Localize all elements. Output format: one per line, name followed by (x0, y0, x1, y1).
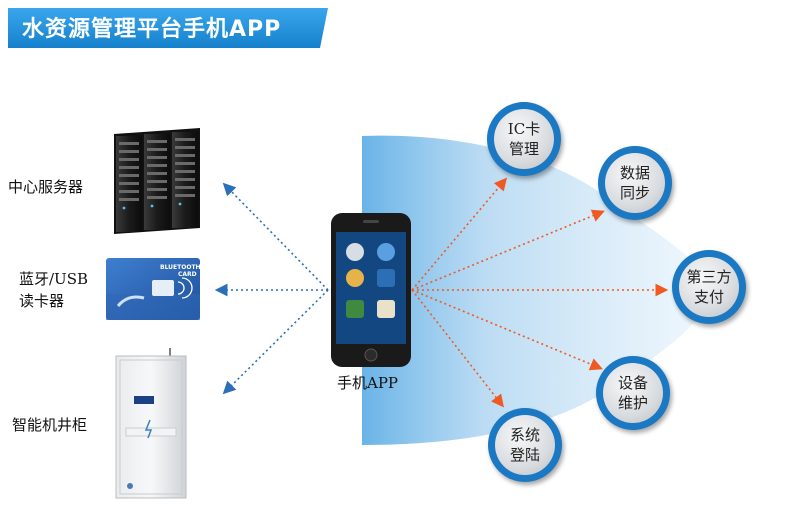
node-system-login: 系统登陆 (488, 408, 562, 482)
arrow-to-ic-card (411, 177, 508, 291)
arrow-to-data-sync (411, 209, 605, 291)
node-third-party-payment: 第三方支付 (672, 250, 746, 324)
card-reader-image: BLUETOOTH CARD (106, 258, 201, 320)
cabinet-label: 智能机井柜 (12, 416, 88, 434)
node-data-sync: 数据同步 (598, 146, 672, 220)
page-title: 水资源管理平台手机APP (22, 17, 282, 42)
node-data-sync-line2: 同步 (619, 184, 650, 202)
node-ic-card-line1: IC卡 (507, 120, 541, 138)
node-payment-line2: 支付 (693, 288, 724, 306)
node-ic-card: IC卡管理 (487, 102, 561, 176)
server-label: 中心服务器 (8, 178, 84, 196)
reader-label-line2: 读卡器 (19, 292, 65, 310)
arrow-to-cabinet (222, 289, 329, 395)
arrow-to-maintenance (411, 289, 603, 371)
server-rack-image (114, 128, 200, 234)
node-payment-line1: 第三方 (686, 268, 732, 286)
phone-label: 手机APP (337, 374, 399, 392)
node-ic-card-line2: 管理 (508, 140, 539, 158)
phone-image (331, 213, 411, 367)
node-maintenance-line2: 维护 (617, 394, 648, 412)
card-brand-text: BLUETOOTH (160, 264, 201, 271)
node-maintenance-line1: 设备 (617, 374, 648, 392)
svg-text:CARD: CARD (178, 271, 197, 278)
arrow-to-server (222, 182, 329, 291)
node-device-maintenance: 设备维护 (596, 356, 670, 430)
arrow-to-login (411, 289, 504, 408)
node-login-line1: 系统 (509, 426, 540, 444)
node-data-sync-line1: 数据 (619, 164, 650, 182)
title-banner (8, 8, 328, 48)
reader-label-line1: 蓝牙/USB (19, 270, 88, 288)
node-login-line2: 登陆 (509, 446, 540, 464)
well-cabinet-image (115, 348, 187, 499)
